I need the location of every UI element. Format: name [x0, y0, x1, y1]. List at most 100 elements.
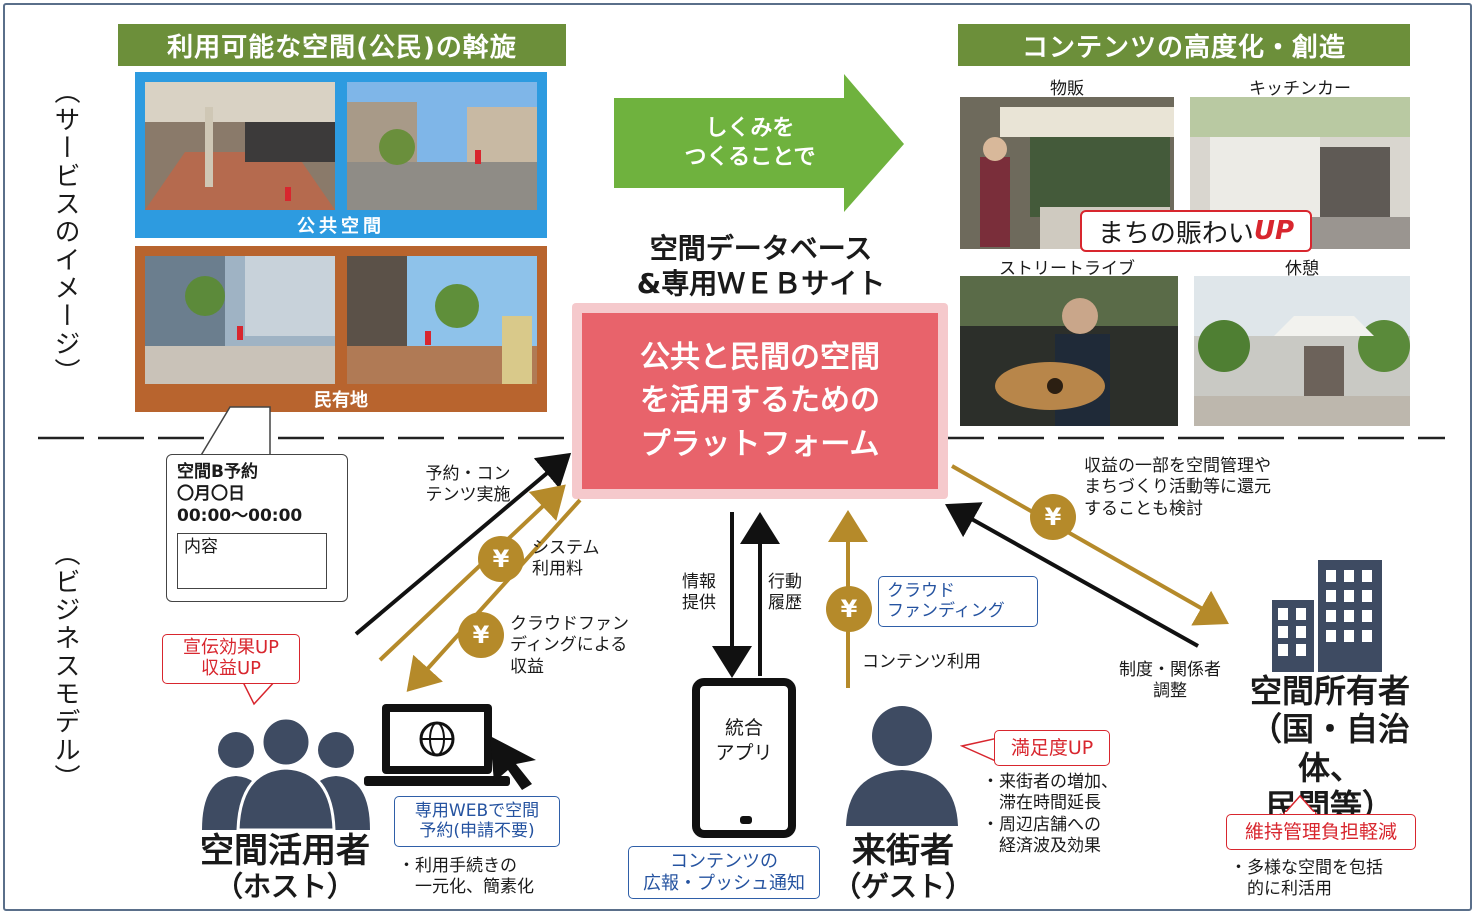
guest-name-sub: （ゲスト） [832, 870, 973, 904]
crowdfunding-yen: ¥ [826, 586, 872, 632]
reserve-label-line2: テンツ実施 [425, 485, 511, 506]
guest-name: 来街者 （ゲスト） [818, 831, 988, 904]
caption-street-live: ストリートライブ [999, 259, 1135, 279]
private-land-panel: 民有地 [135, 246, 547, 412]
system-fee-arrow [378, 484, 566, 662]
right-section-title: コンテンツの高度化・創造 [958, 24, 1410, 66]
host-badge-line1: 宣伝効果UP [182, 637, 280, 658]
crowd-profit-arrow [406, 498, 582, 692]
smartphone-icon: 統合 アプリ [692, 678, 796, 838]
database-title: 空間データベース &専用ＷＥＢサイト [596, 228, 926, 304]
building-photo [145, 256, 335, 384]
app-label-line1: 統合 [724, 717, 763, 740]
guest-bullet1-line2: 滞在時間延長 [999, 793, 1101, 814]
return-yen: ¥ [1030, 494, 1076, 540]
booking-time: 00:00～00:00 [177, 506, 303, 527]
owner-arrow [945, 502, 1199, 648]
platform-line1: 公共と民間の空間 [640, 339, 880, 375]
liveliness-up: UP [1253, 216, 1295, 246]
host-web-line1: 専用WEBで空間 [414, 801, 540, 821]
caption-rest: 休憩 [1285, 259, 1319, 279]
host-name: 空間活用者 （ホスト） [180, 831, 390, 903]
guest-person-icon [846, 706, 958, 826]
reserve-label: 予約・コン テンツ実施 [408, 464, 528, 507]
arrow-text-line1: しくみを [705, 116, 795, 142]
owner-badge-tail [1282, 794, 1318, 816]
guest-name-main: 来街者 [852, 831, 954, 871]
booking-content-field: 内容 [177, 533, 327, 590]
business-model-side-label: （ビジネスモデル） [50, 540, 80, 792]
host-badge-line2: 収益UP [200, 657, 262, 679]
booking-card: 空間B予約 〇月〇日 00:00～00:00 内容 [166, 454, 348, 602]
crowd-profit-line3: 収益 [510, 656, 544, 677]
arrow-text-line2: つくることで [684, 145, 816, 170]
owner-bullet-line2: 的に利活用 [1247, 879, 1332, 900]
info-label: 情報 提供 [682, 572, 716, 615]
platform-line2: を活用するための [640, 383, 880, 419]
booking-content-label: 内容 [184, 537, 218, 558]
system-fee-line1: システム [532, 538, 600, 558]
guest-bullets: ・来街者の増加、 滞在時間延長 ・周辺店舗への 経済波及効果 [982, 772, 1118, 857]
rest-photo [1194, 276, 1410, 426]
history-label: 行動 履歴 [768, 572, 802, 615]
database-title-line1: 空間データベース [649, 232, 873, 265]
crowd-profit-line2: ディングによる [510, 635, 628, 656]
guest-bullet2-line1: ・周辺店舗への [982, 814, 1101, 835]
left-section-title: 利用可能な空間(公民)の斡旋 [118, 24, 566, 66]
platform-box: 公共と民間の空間 を活用するための プラットフォーム [582, 313, 938, 489]
caption-sales: 物販 [1050, 79, 1084, 99]
public-space-label: 公共空間 [297, 216, 385, 237]
return-label-line1: 収益の一部を空間管理や [1084, 456, 1271, 476]
platform-line3: プラットフォーム [640, 426, 880, 462]
laptop-icon [364, 704, 536, 790]
info-label-line2: 提供 [682, 593, 716, 614]
arcade-photo-image [145, 82, 335, 210]
app-notice-line1: コンテンツの [670, 851, 778, 872]
history-label-line1: 行動 [768, 572, 802, 592]
return-label: 収益の一部を空間管理や まちづくり活動等に還元 することも検討 [1084, 456, 1271, 520]
app-label-line2: アプリ [715, 742, 773, 764]
host-people-icon [202, 718, 370, 830]
owner-name-line2: （国・自治体、 [1249, 710, 1410, 787]
guest-bullet2-line2: 経済波及効果 [999, 835, 1101, 856]
system-adjust-line2: 調整 [1153, 681, 1187, 702]
caption-kitchen-car: キッチンカー [1249, 79, 1351, 99]
system-adjust-label: 制度・関係者 調整 [1110, 660, 1230, 703]
app-label: 統合 アプリ [700, 686, 788, 796]
square-photo-image [347, 82, 537, 210]
booking-date: 〇月〇日 [177, 484, 245, 505]
system-fee-yen: ¥ [478, 536, 524, 582]
host-bullet-line1: ・利用手続きの [398, 856, 517, 876]
app-notice-box: コンテンツの 広報・プッシュ通知 [628, 846, 820, 900]
return-label-line3: することも検討 [1084, 498, 1203, 519]
system-adjust-line1: 制度・関係者 [1119, 660, 1221, 680]
arcade-photo [145, 82, 335, 210]
owner-burden-badge: 維持管理負担軽減 [1226, 814, 1416, 850]
return-label-line2: まちづくり活動等に還元 [1084, 477, 1271, 498]
host-benefit-badge: 宣伝効果UP 収益UP [162, 634, 300, 684]
crowd-profit-yen: ¥ [458, 612, 504, 658]
system-fee-line2: 利用料 [532, 559, 583, 580]
street-live-photo [960, 276, 1178, 426]
arrow-text: しくみを つくることで [630, 104, 870, 184]
building-photo-image [145, 256, 335, 384]
owner-bullet-line1: ・多様な空間を包括 [1230, 858, 1383, 878]
host-web-box: 専用WEBで空間 予約(申請不要) [394, 796, 560, 847]
host-bullet-line2: 一元化、簡素化 [415, 877, 534, 898]
outer-frame [3, 3, 1472, 911]
street-live-photo-image [960, 276, 1178, 426]
database-title-line2: &専用ＷＥＢサイト [636, 267, 886, 300]
liveliness-text: まちの賑わい [1097, 218, 1254, 249]
green-arrow [614, 74, 904, 212]
crowd-profit-label: クラウドファン ディングによる 収益 [510, 614, 629, 678]
owner-name: 空間所有者 （国・自治体、 民間等） [1220, 672, 1440, 826]
public-space-panel: 公共空間 [135, 72, 547, 238]
square-photo [347, 82, 537, 210]
reserve-label-line1: 予約・コン [425, 464, 511, 484]
home-button [740, 816, 752, 824]
building-icon [1272, 560, 1382, 672]
content-use-label: コンテンツ利用 [862, 652, 981, 672]
owner-name-line1: 空間所有者 [1249, 672, 1410, 710]
